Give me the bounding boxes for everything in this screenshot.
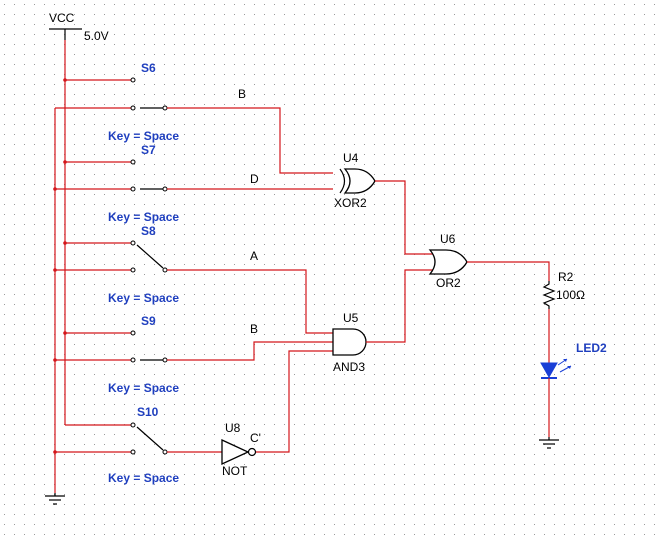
switch-s7-ref: S7	[141, 143, 156, 157]
net-a-wire	[167, 269, 333, 334]
resistor-r2-value: 100Ω	[556, 288, 585, 302]
net-or-out-wire	[467, 261, 550, 281]
net-and-out-wire	[366, 269, 436, 343]
switch-s8[interactable]: S8 Key = Space	[55, 224, 179, 305]
led-2[interactable]: LED2	[540, 341, 607, 379]
switch-s9-key: Key = Space	[108, 381, 179, 395]
switch-s10[interactable]: S10 Key = Space	[55, 405, 179, 485]
gate-u5-and[interactable]: U5 AND3	[332, 311, 367, 374]
gate-u4-type: XOR2	[334, 196, 367, 210]
net-label-b1: B	[238, 87, 246, 101]
gate-u6-or[interactable]: U6 OR2	[428, 232, 468, 290]
net-b1-wire	[167, 107, 333, 174]
resistor-r2-ref: R2	[558, 270, 574, 284]
net-label-a: A	[250, 249, 258, 263]
gate-u6-ref: U6	[440, 232, 456, 246]
vcc-label: VCC	[49, 11, 75, 25]
switch-s6-ref: S6	[141, 61, 156, 75]
switch-s6-key: Key = Space	[108, 129, 179, 143]
switch-s10-key: Key = Space	[108, 471, 179, 485]
switch-s10-ref: S10	[137, 405, 159, 419]
ground-symbol-left	[45, 493, 65, 505]
gate-u8-not[interactable]: U8 NOT	[221, 421, 257, 478]
switch-s6[interactable]: S6 Key = Space	[55, 61, 179, 143]
net-label-b2: B	[250, 322, 258, 336]
ground-symbol-right	[539, 437, 559, 449]
switch-s9-ref: S9	[141, 314, 156, 328]
resistor-r2[interactable]: R2 100Ω	[542, 270, 585, 309]
switch-s9[interactable]: S9 Key = Space	[55, 314, 179, 395]
gate-u5-type: AND3	[333, 360, 365, 374]
gate-u6-type: OR2	[436, 276, 461, 290]
net-label-c-not: C'	[250, 431, 261, 445]
net-label-d: D	[250, 172, 259, 186]
led-2-ref: LED2	[576, 341, 607, 355]
gate-u4-ref: U4	[343, 151, 359, 165]
switch-s8-key: Key = Space	[108, 291, 179, 305]
gate-u8-ref: U8	[225, 421, 241, 435]
gate-u4-xor[interactable]: U4 XOR2	[334, 151, 376, 210]
junction-dots	[53, 78, 67, 454]
switch-s8-ref: S8	[141, 224, 156, 238]
gate-u5-ref: U5	[343, 311, 359, 325]
net-c-not-wire	[256, 350, 333, 453]
vcc-voltage: 5.0V	[84, 29, 109, 43]
vcc-source[interactable]: VCC 5.0V	[49, 11, 109, 43]
net-b2-wire	[167, 341, 333, 361]
gate-u8-type: NOT	[222, 464, 248, 478]
switch-s7[interactable]: S7 Key = Space	[55, 143, 179, 224]
net-xor-out-wire	[375, 180, 436, 255]
switch-s7-key: Key = Space	[108, 210, 179, 224]
